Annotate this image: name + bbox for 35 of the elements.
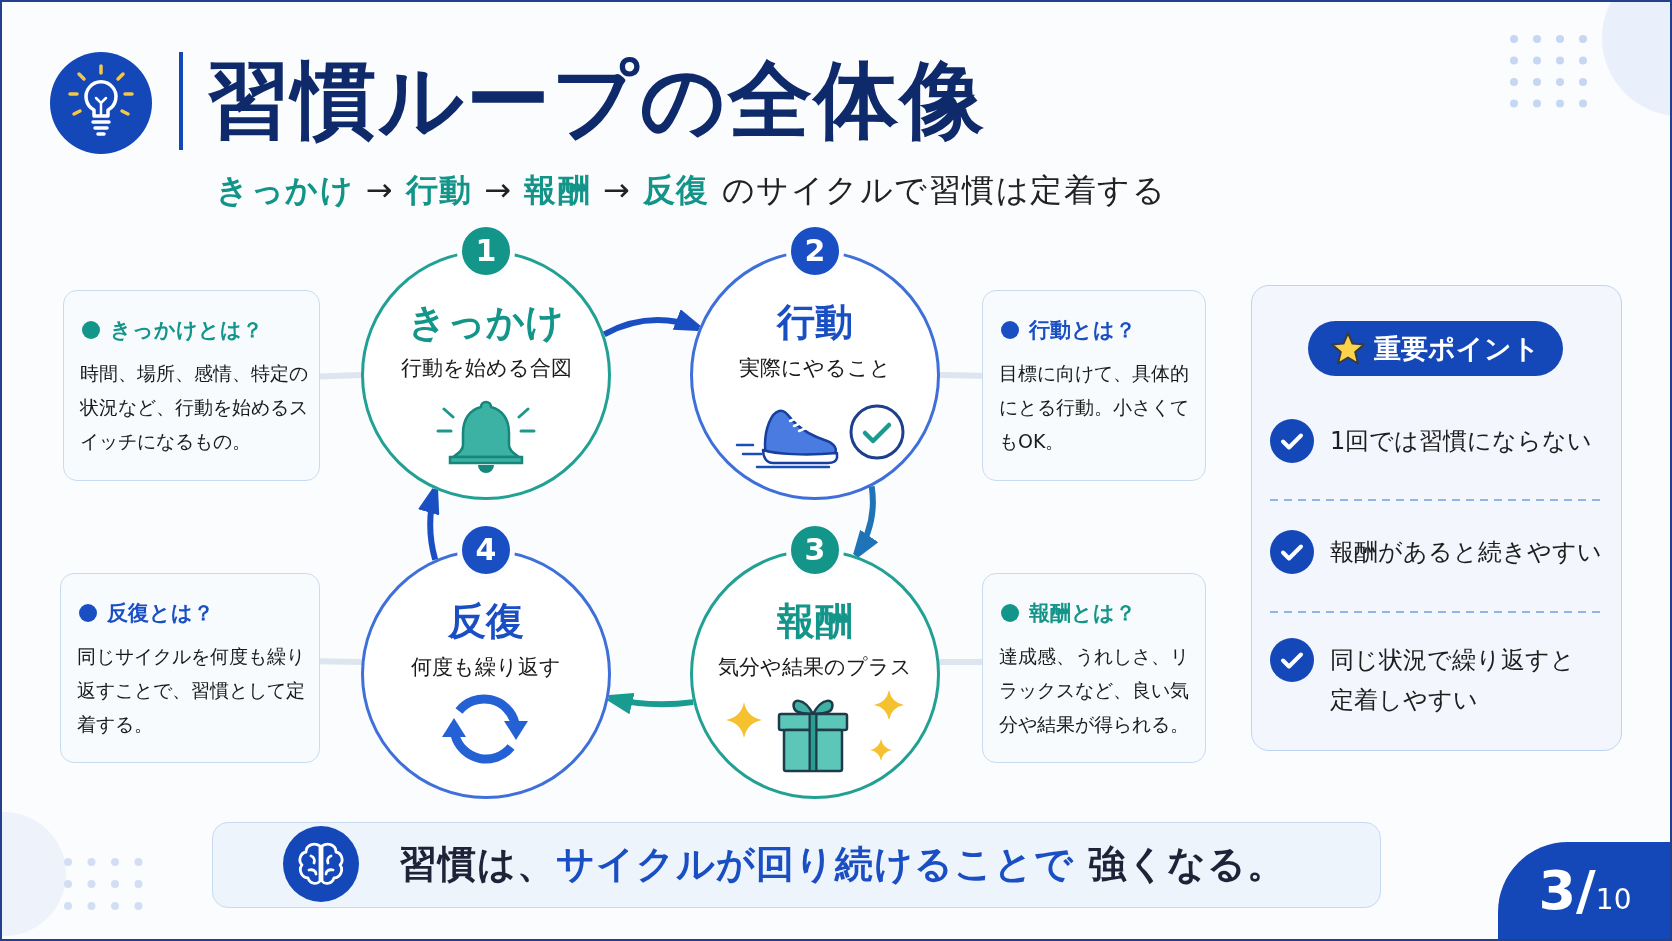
info-card	[982, 290, 1206, 481]
info-card	[60, 573, 320, 763]
step-title: 行動	[777, 299, 853, 346]
point-text: 報酬があると続きやすい	[1330, 537, 1602, 568]
card-heading: 報酬とは？	[1029, 600, 1136, 627]
step-description: 実際にやること	[739, 355, 891, 382]
card-text: 目標に向けて、具体的にとる行動。小さくてもOK。	[999, 361, 1190, 454]
point-text: 1回では習慣にならない	[1330, 426, 1594, 457]
connector-line	[319, 658, 362, 665]
step-title: 報酬	[777, 598, 853, 645]
step-description: 何度も繰り返す	[411, 654, 561, 681]
card-text: 時間、場所、感情、特定の状況など、行動を始めるスイッチになるもの。	[80, 361, 309, 454]
connector-line	[319, 372, 362, 380]
subtitle: きっかけ → 行動 → 報酬 → 反復 のサイクルで習慣は定着する	[216, 170, 1167, 211]
step-description: 行動を始める合図	[400, 355, 572, 382]
card-heading: 行動とは？	[1029, 317, 1136, 344]
card-text: 同じサイクルを何度も繰り返すことで、習慣として定着する。	[77, 644, 306, 737]
summary-banner	[212, 822, 1381, 908]
point-text: 同じ状況で繰り返すと定着しやすい	[1330, 645, 1576, 716]
summary-text: 習慣は、サイクルが回り続けることで 強くなる。	[399, 841, 1287, 888]
card-heading: きっかけとは？	[110, 317, 263, 344]
step-description: 気分や結果のプラス	[718, 654, 912, 681]
title: 習慣ループの全体像	[206, 50, 986, 150]
card-heading: 反復とは？	[107, 600, 214, 627]
info-card	[63, 290, 320, 481]
connector-line	[939, 659, 982, 666]
page-number: 3/10	[1498, 842, 1672, 941]
info-card	[982, 573, 1206, 763]
pill-label: 重要ポイント	[1374, 332, 1540, 366]
key-points-panel	[1251, 285, 1622, 751]
card-text: 達成感、うれしさ、リラックスなど、良い気分や結果が得られる。	[999, 644, 1190, 737]
heading-pill	[1308, 321, 1563, 376]
step-title: 反復	[448, 598, 524, 645]
step-title: きっかけ	[408, 299, 564, 346]
connector-line	[939, 372, 983, 379]
